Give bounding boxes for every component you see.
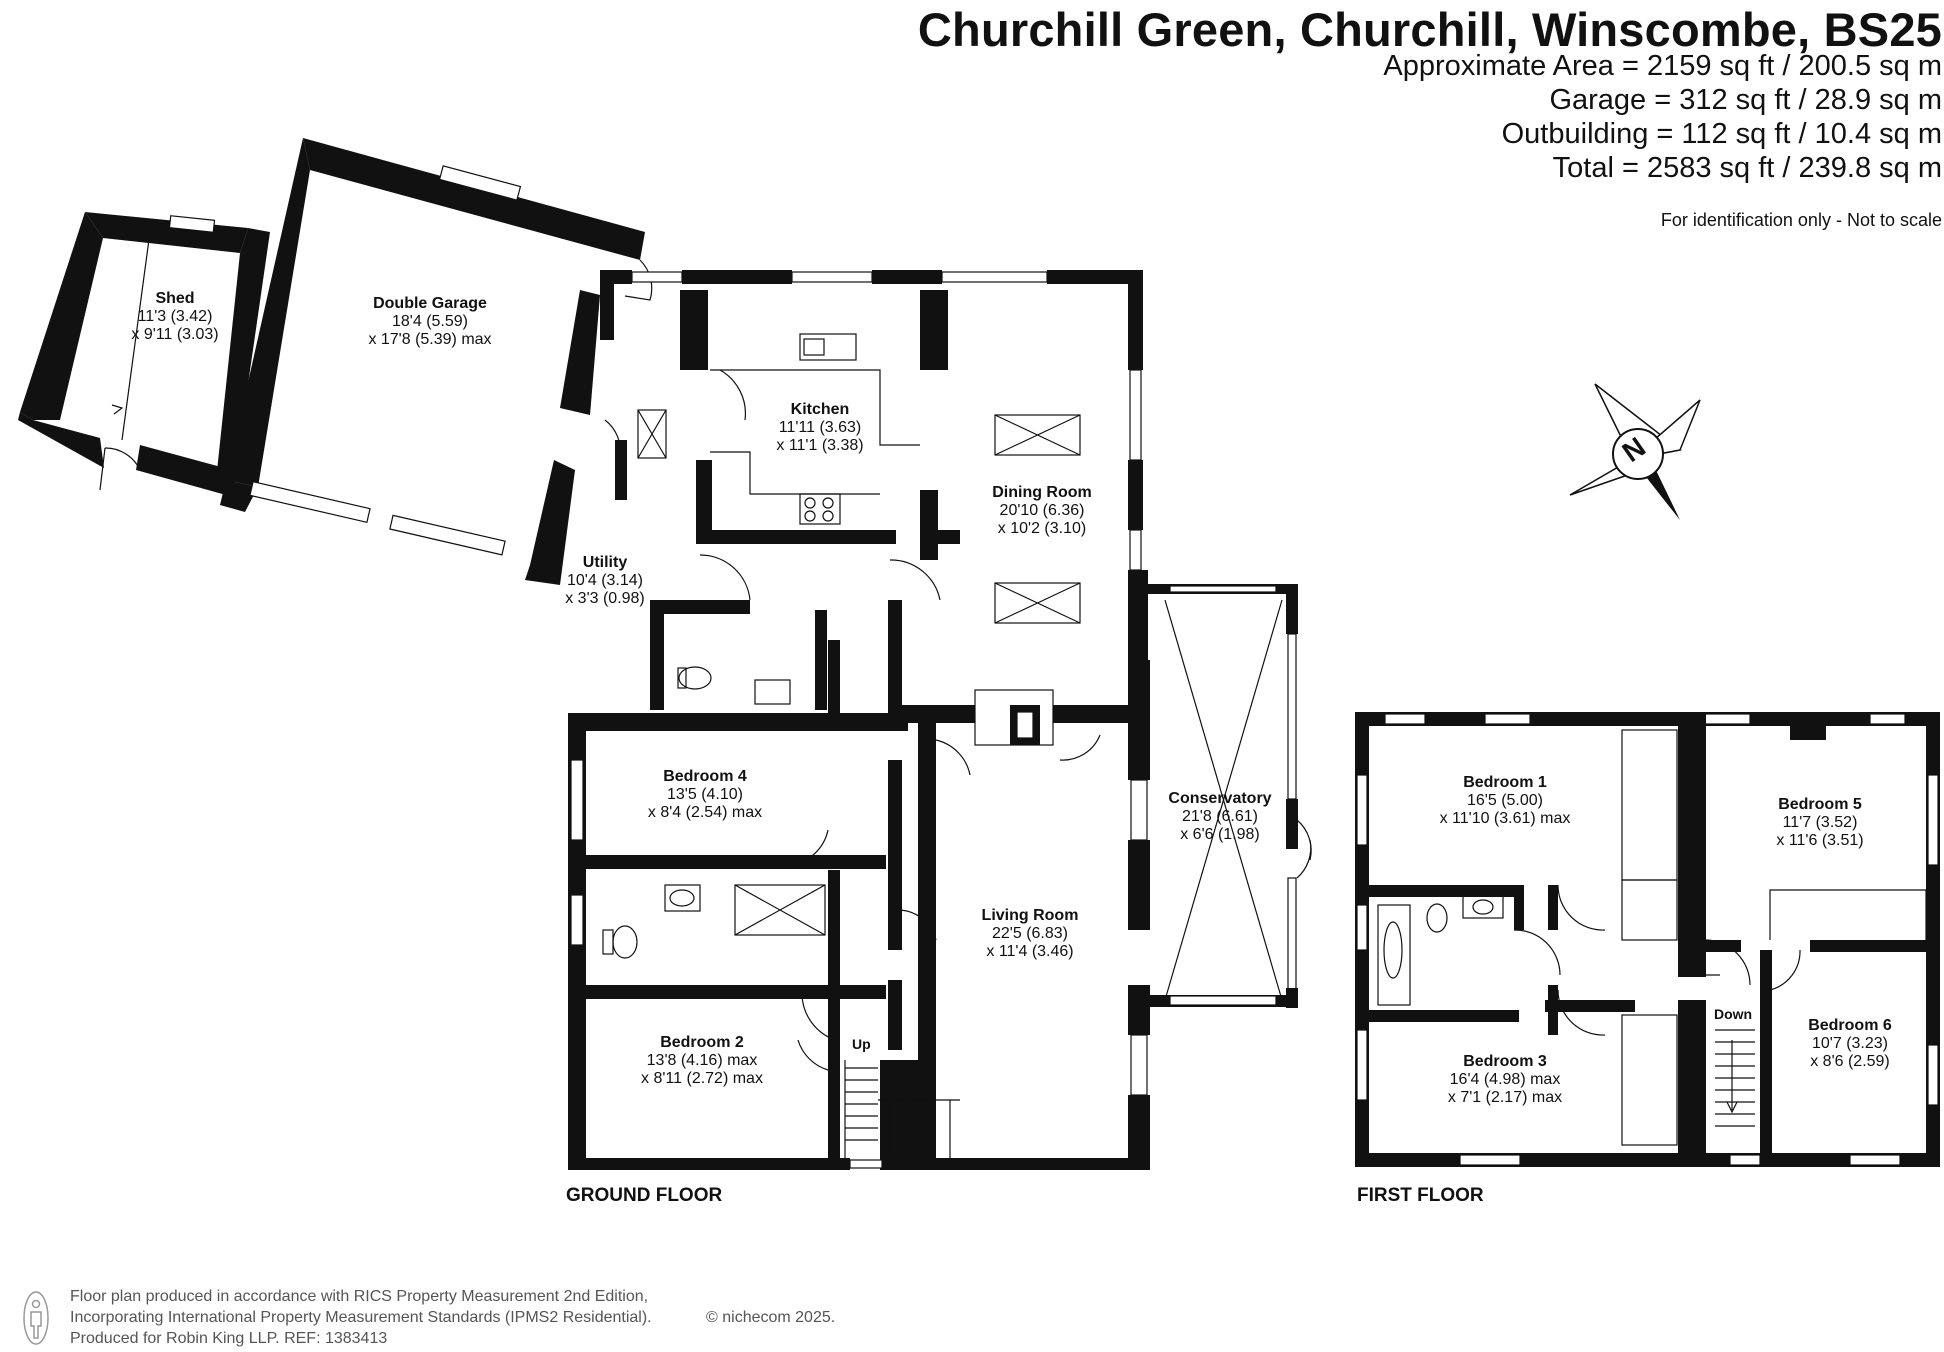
room-label-bedroom6: Bedroom 6 10'7 (3.23) x 8'6 (2.59) xyxy=(1808,1017,1892,1070)
room-label-utility: Utility 10'4 (3.14) x 3'3 (0.98) xyxy=(565,554,645,607)
footer-line-2: Incorporating International Property Mea… xyxy=(70,1309,652,1326)
floor-label-ground: GROUND FLOOR xyxy=(566,1185,723,1206)
garage-outline xyxy=(220,138,653,585)
room-label-bedroom5: Bedroom 5 11'7 (3.52) x 11'6 (3.51) xyxy=(1776,796,1864,849)
ground-stairs xyxy=(844,1060,960,1158)
room-label-bedroom1: Bedroom 1 16'5 (5.00) x 11'10 (3.61) max xyxy=(1439,774,1571,827)
total-area: Total = 2583 sq ft / 239.8 sq m xyxy=(1552,152,1942,184)
conservatory-outline xyxy=(1148,584,1312,1008)
compass-rose xyxy=(1569,383,1701,520)
room-label-shed: Shed 11'3 (3.42) x 9'11 (3.03) xyxy=(131,290,219,343)
outbuilding-area: Outbuilding = 112 sq ft / 10.4 sq m xyxy=(1501,118,1942,150)
approximate-area: Approximate Area = 2159 sq ft / 200.5 sq… xyxy=(1383,50,1942,82)
scale-disclaimer: For identification only - Not to scale xyxy=(1660,210,1942,230)
stairs-up-label: Up xyxy=(852,1036,871,1052)
room-label-dining: Dining Room 20'10 (6.36) x 10'2 (3.10) xyxy=(992,484,1092,537)
first-floor-stairs xyxy=(1690,974,1755,1127)
room-label-conservatory: Conservatory 21'8 (6.61) x 6'6 (1.98) xyxy=(1168,790,1272,843)
first-floor-outline xyxy=(1355,712,1940,1167)
floor-label-first: FIRST FLOOR xyxy=(1357,1185,1484,1206)
room-label-bedroom3: Bedroom 3 16'4 (4.98) max x 7'1 (2.17) m… xyxy=(1447,1053,1563,1106)
room-label-garage: Double Garage 18'4 (5.59) x 17'8 (5.39) … xyxy=(368,295,492,348)
room-label-bedroom4: Bedroom 4 13'5 (4.10) x 8'4 (2.54) max xyxy=(647,768,763,821)
footer-line-1: Floor plan produced in accordance with R… xyxy=(70,1288,649,1305)
room-label-bedroom2: Bedroom 2 13'8 (4.16) max x 8'11 (2.72) … xyxy=(641,1034,763,1087)
room-label-living: Living Room 22'5 (6.83) x 11'4 (3.46) xyxy=(981,907,1079,960)
person-scale-icon xyxy=(23,1291,49,1345)
nichecom-credit: © nichecom 2025. xyxy=(706,1309,836,1326)
room-label-kitchen: Kitchen 11'11 (3.63) x 11'1 (3.38) xyxy=(776,401,864,454)
shed-outline xyxy=(18,212,270,495)
stairs-down-label: Down xyxy=(1714,1006,1753,1022)
property-title: Churchill Green, Churchill, Winscombe, B… xyxy=(917,3,1942,56)
garage-area: Garage = 312 sq ft / 28.9 sq m xyxy=(1549,84,1942,116)
ground-floor-outline xyxy=(568,270,1150,1170)
footer-line-3: Produced for Robin King LLP. REF: 138341… xyxy=(70,1330,388,1347)
